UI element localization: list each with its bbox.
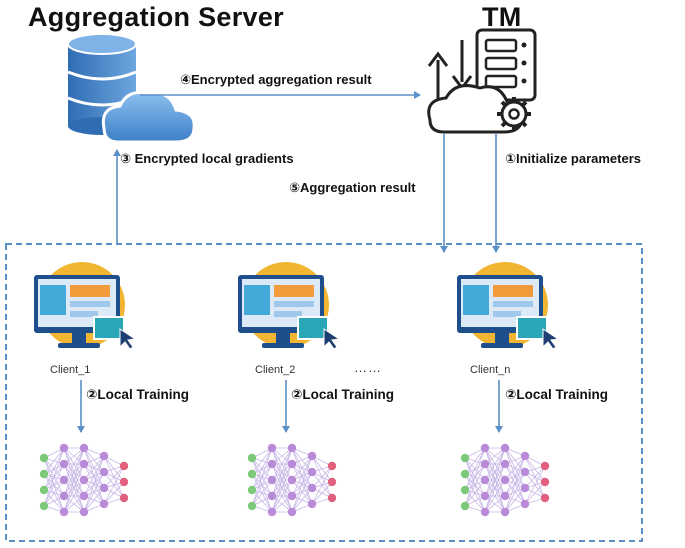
client-name-n: Client_n <box>470 364 511 376</box>
client-step-1: ②Local Training <box>86 387 189 402</box>
neural-network-icon <box>460 443 550 517</box>
database-cloud-icon <box>67 33 196 144</box>
client-ellipsis: …… <box>354 360 382 375</box>
label-step3: ③ Encrypted local gradients <box>120 151 294 166</box>
neural-network-icon <box>247 443 337 517</box>
monitor-icon <box>34 262 137 350</box>
label-step1: ①Initialize parameters <box>505 151 642 166</box>
label-step4: ④Encrypted aggregation result <box>180 72 372 87</box>
server-cloud-gear-icon <box>427 28 537 134</box>
monitor-icon <box>238 262 341 350</box>
label-step5: ⑤Aggregation result <box>289 180 416 195</box>
clients-region <box>5 243 643 542</box>
neural-network-icon <box>39 443 129 517</box>
client-name-1: Client_1 <box>50 364 91 376</box>
monitor-icon <box>457 262 560 350</box>
aggregation-server-title: Aggregation Server <box>28 2 284 32</box>
client-step-2: ②Local Training <box>291 387 394 402</box>
client-step-n: ②Local Training <box>505 387 608 402</box>
client-name-2: Client_2 <box>255 364 296 376</box>
flow-arrows <box>77 91 503 433</box>
tm-title: TM <box>482 2 522 32</box>
